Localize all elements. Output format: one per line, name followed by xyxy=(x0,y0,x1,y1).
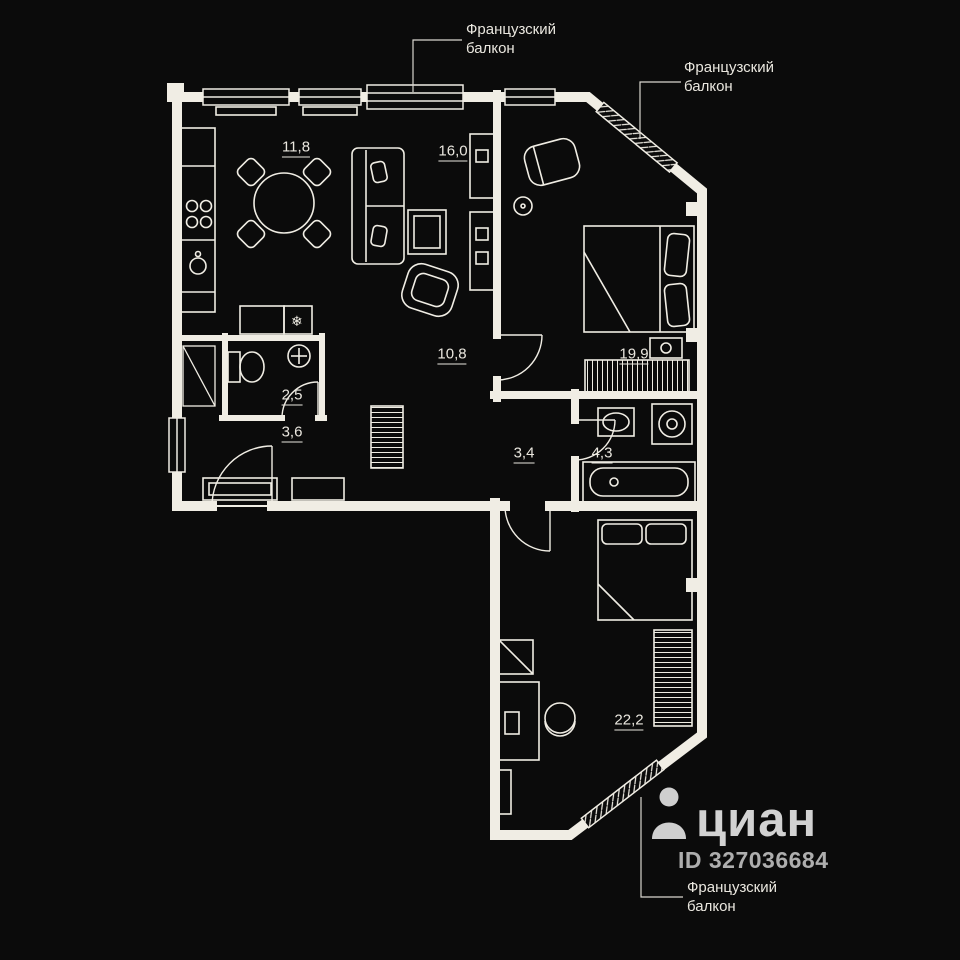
floor-lamp xyxy=(513,196,533,216)
wc-door xyxy=(281,381,319,419)
french-balcony-window-bottom xyxy=(579,757,666,831)
bed xyxy=(583,225,695,333)
dining-table xyxy=(253,172,315,234)
stove xyxy=(185,199,213,229)
side-table xyxy=(407,209,447,255)
area-value: 11,8 xyxy=(281,138,311,158)
entry-wardrobe xyxy=(370,405,404,469)
listing-id: ID 327036684 xyxy=(678,847,829,873)
french-balcony-window-right xyxy=(594,100,680,175)
wardrobe xyxy=(584,359,690,393)
radiator-vertical xyxy=(498,769,512,815)
wc-washbasin xyxy=(287,344,311,368)
dining-chair xyxy=(236,157,266,187)
entrance-door xyxy=(211,445,273,507)
dining-chair xyxy=(236,219,266,249)
entrance-mat xyxy=(202,477,278,501)
kitchen-island xyxy=(239,305,313,335)
wc-walls xyxy=(219,333,327,421)
sofa xyxy=(351,147,405,265)
leader-balcony-bottom xyxy=(640,797,683,898)
dining-chair xyxy=(302,219,332,249)
brand-name: циан xyxy=(696,793,818,848)
washbasin xyxy=(597,407,635,437)
tv-console xyxy=(469,133,495,291)
snowflake-icon: ❄ xyxy=(291,314,303,330)
wardrobe-second xyxy=(653,629,693,727)
room-label-entry: 3,6 xyxy=(281,423,303,443)
dining-chair xyxy=(302,157,332,187)
area-value: 22,2 xyxy=(614,711,644,731)
desk xyxy=(498,681,540,761)
armchair xyxy=(401,262,459,318)
kitchen-sink xyxy=(189,250,207,275)
leader-balcony-top xyxy=(412,39,462,92)
bedroom-armchair xyxy=(523,137,581,187)
area-value: 3,4 xyxy=(513,444,535,464)
exterior-wall xyxy=(167,92,707,840)
radiator xyxy=(215,106,358,116)
room-label-wc: 2,5 xyxy=(281,386,303,406)
doors xyxy=(211,334,616,552)
bedroom2-door xyxy=(504,505,551,552)
window-left xyxy=(168,417,186,473)
bathtub xyxy=(582,461,696,503)
pilaster xyxy=(686,328,700,342)
leader-lines xyxy=(412,39,683,898)
walls xyxy=(167,83,707,840)
vent-shaft xyxy=(182,345,216,407)
area-value: 3,6 xyxy=(281,423,303,443)
annotation-balcony-bottom: Французский балкон xyxy=(687,879,777,916)
desk-chair xyxy=(544,702,576,737)
leader-balcony-right xyxy=(639,81,681,139)
area-value: 10,8 xyxy=(437,345,467,365)
area-value: 2,5 xyxy=(281,386,303,406)
pilaster xyxy=(686,578,700,592)
kitchen-counter xyxy=(180,127,216,313)
watermark: циан ID 327036684 xyxy=(650,787,829,874)
cabinet xyxy=(498,639,534,675)
room-label-living: 16,0 xyxy=(438,142,468,162)
bedroom-door xyxy=(496,334,543,381)
bedside-table xyxy=(649,337,683,359)
person-icon xyxy=(650,787,688,844)
room-label-bedroom2: 22,2 xyxy=(614,711,644,731)
window xyxy=(504,88,556,106)
room-label-bathroom: 4,3 xyxy=(591,444,613,464)
annotation-balcony-top: Французский балкон xyxy=(466,21,556,58)
window xyxy=(202,88,290,106)
french-balcony-window-top xyxy=(366,84,464,110)
shoe-cabinet xyxy=(291,477,345,501)
pilaster xyxy=(686,202,700,216)
window xyxy=(298,88,362,106)
area-value: 4,3 xyxy=(591,444,613,464)
bathroom-door xyxy=(574,419,616,461)
annotation-balcony-right: Французский балкон xyxy=(684,59,774,96)
room-label-bedroom: 19,9 xyxy=(619,345,649,365)
room-label-hall: 10,8 xyxy=(437,345,467,365)
room-label-corridor: 3,4 xyxy=(513,444,535,464)
brand-row: циан xyxy=(650,787,829,848)
room-label-kitchen: 11,8 xyxy=(281,138,311,158)
washing-machine xyxy=(651,403,693,445)
area-value: 19,9 xyxy=(619,345,649,365)
bed-second xyxy=(597,519,693,621)
furniture xyxy=(180,106,696,815)
corner-block xyxy=(167,83,184,99)
area-value: 16,0 xyxy=(438,142,468,162)
toilet xyxy=(227,351,265,383)
windows xyxy=(168,84,556,473)
